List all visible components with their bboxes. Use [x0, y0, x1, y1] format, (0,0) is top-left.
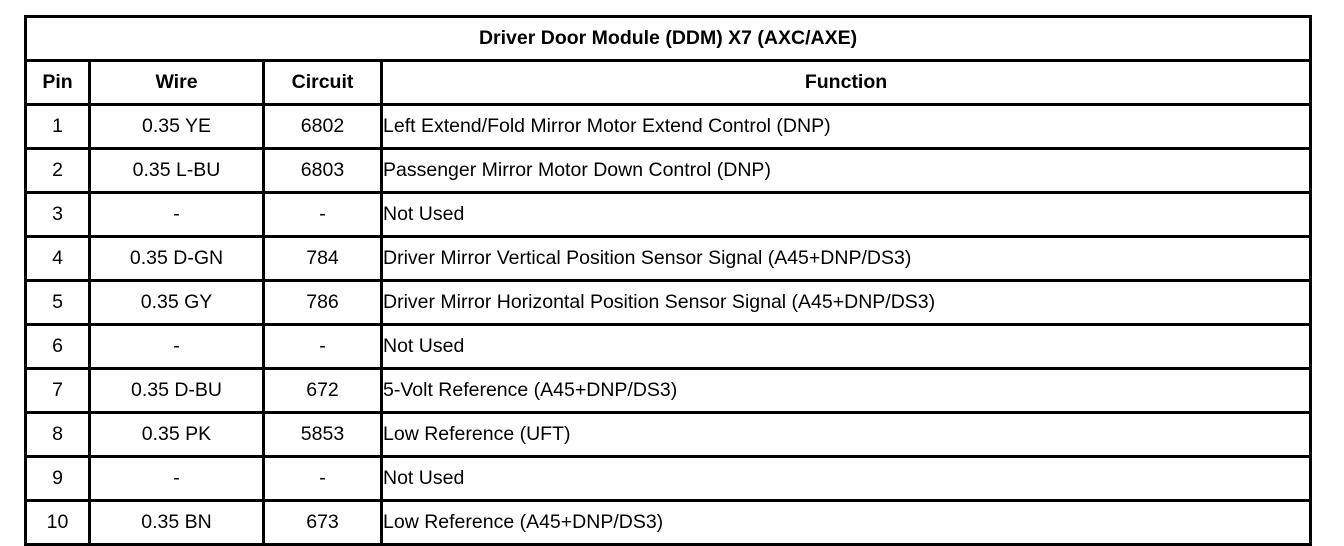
- cell-circuit: 784: [262, 235, 383, 282]
- table-row: 2 0.35 L-BU 6803 Passenger Mirror Motor …: [24, 147, 1313, 194]
- connector-pinout-table: Driver Door Module (DDM) X7 (AXC/AXE) Pi…: [23, 15, 1313, 546]
- cell-function: Low Reference (A45+DNP/DS3): [379, 499, 1313, 546]
- cell-circuit: -: [262, 455, 383, 502]
- cell-function: Not Used: [379, 455, 1313, 502]
- column-header-function: Function: [379, 59, 1313, 106]
- cell-wire: -: [88, 323, 265, 370]
- cell-wire: 0.35 PK: [88, 411, 265, 458]
- cell-function: Not Used: [379, 323, 1313, 370]
- cell-circuit: 6803: [262, 147, 383, 194]
- cell-circuit: 786: [262, 279, 383, 326]
- cell-circuit: 5853: [262, 411, 383, 458]
- cell-wire: 0.35 YE: [88, 103, 265, 150]
- cell-wire: 0.35 D-GN: [88, 235, 265, 282]
- table-row: 4 0.35 D-GN 784 Driver Mirror Vertical P…: [24, 235, 1313, 282]
- cell-circuit: 6802: [262, 103, 383, 150]
- column-header-wire: Wire: [88, 59, 265, 106]
- table-row: 1 0.35 YE 6802 Left Extend/Fold Mirror M…: [24, 103, 1313, 150]
- cell-wire: 0.35 GY: [88, 279, 265, 326]
- cell-circuit: 672: [262, 367, 383, 414]
- cell-wire: -: [88, 191, 265, 238]
- cell-function: Passenger Mirror Motor Down Control (DNP…: [379, 147, 1313, 194]
- table-row: 10 0.35 BN 673 Low Reference (A45+DNP/DS…: [24, 499, 1313, 546]
- cell-pin: 6: [24, 323, 91, 370]
- cell-pin: 3: [24, 191, 91, 238]
- table-row: 6 - - Not Used: [24, 323, 1313, 370]
- cell-function: Not Used: [379, 191, 1313, 238]
- cell-pin: 1: [24, 103, 91, 150]
- table-row: 8 0.35 PK 5853 Low Reference (UFT): [24, 411, 1313, 458]
- table-title-row: Driver Door Module (DDM) X7 (AXC/AXE): [23, 15, 1313, 62]
- table-row: 7 0.35 D-BU 672 5-Volt Reference (A45+DN…: [24, 367, 1313, 414]
- cell-pin: 9: [24, 455, 91, 502]
- cell-function: Driver Mirror Vertical Position Sensor S…: [379, 235, 1313, 282]
- page-root: Driver Door Module (DDM) X7 (AXC/AXE) Pi…: [23, 15, 1313, 546]
- cell-function: 5-Volt Reference (A45+DNP/DS3): [379, 367, 1313, 414]
- cell-function: Left Extend/Fold Mirror Motor Extend Con…: [379, 103, 1313, 150]
- cell-wire: 0.35 BN: [88, 499, 265, 546]
- cell-pin: 10: [24, 499, 91, 546]
- cell-function: Low Reference (UFT): [379, 411, 1313, 458]
- table-header-row: Pin Wire Circuit Function: [24, 59, 1313, 106]
- cell-pin: 4: [24, 235, 91, 282]
- table-row: 5 0.35 GY 786 Driver Mirror Horizontal P…: [24, 279, 1313, 326]
- column-header-pin: Pin: [24, 59, 91, 106]
- table-row: 3 - - Not Used: [24, 191, 1313, 238]
- cell-circuit: -: [262, 191, 383, 238]
- cell-circuit: -: [262, 323, 383, 370]
- cell-pin: 8: [24, 411, 91, 458]
- cell-circuit: 673: [262, 499, 383, 546]
- table-row: 9 - - Not Used: [24, 455, 1313, 502]
- cell-wire: 0.35 L-BU: [88, 147, 265, 194]
- column-header-circuit: Circuit: [262, 59, 383, 106]
- page-title: Driver Door Module (DDM) X7 (AXC/AXE): [23, 15, 1313, 62]
- cell-pin: 2: [24, 147, 91, 194]
- cell-pin: 7: [24, 367, 91, 414]
- cell-wire: -: [88, 455, 265, 502]
- cell-function: Driver Mirror Horizontal Position Sensor…: [379, 279, 1313, 326]
- cell-pin: 5: [24, 279, 91, 326]
- cell-wire: 0.35 D-BU: [88, 367, 265, 414]
